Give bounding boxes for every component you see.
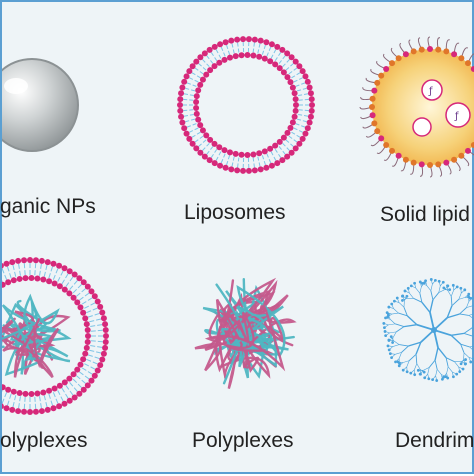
- dendrimer-icon: [382, 278, 474, 382]
- label-lipopolyplexes: olyplexes: [0, 429, 88, 453]
- liposome-icon: [177, 36, 315, 174]
- solid-lipid-nanoparticle-icon: ƒ ƒ: [360, 37, 474, 177]
- label-liposomes: Liposomes: [184, 201, 286, 225]
- inorganic-nanoparticle-icon: [2, 59, 78, 151]
- label-inorganic-nps: ganic NPs: [0, 195, 96, 219]
- svg-text:ƒ: ƒ: [454, 111, 459, 122]
- svg-text:ƒ: ƒ: [428, 86, 433, 97]
- label-dendrimers: Dendrim: [395, 429, 474, 453]
- polyplex-icon: [195, 279, 294, 388]
- lipopolyplex-icon: [2, 257, 109, 415]
- label-polyplexes: Polyplexes: [192, 429, 294, 453]
- label-solid-lipid: Solid lipid: [380, 203, 470, 227]
